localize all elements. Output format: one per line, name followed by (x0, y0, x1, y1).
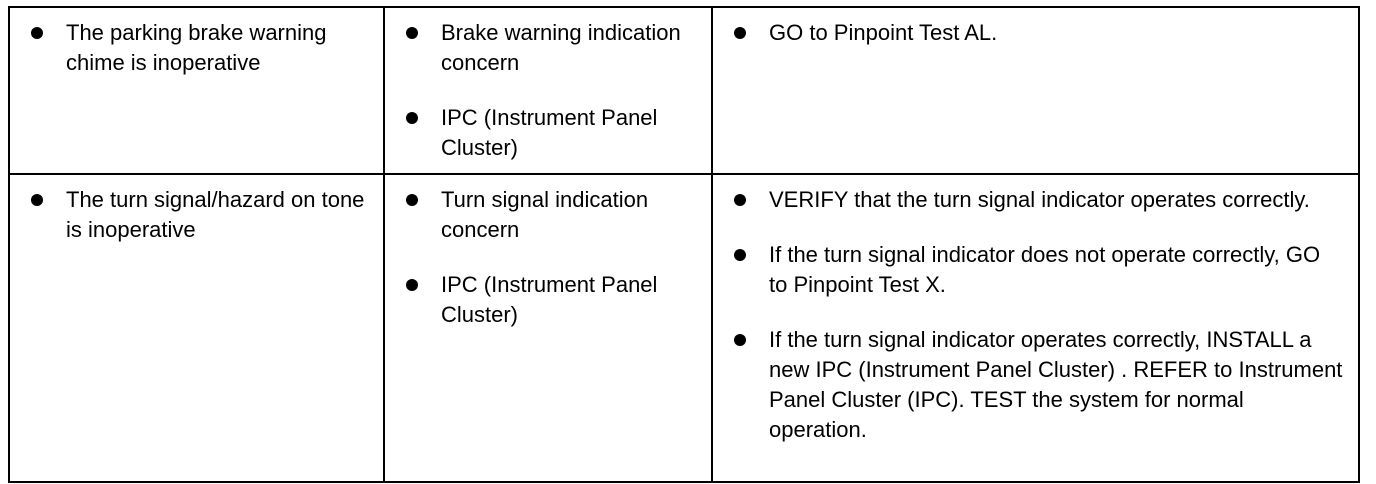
list-item: Turn signal indication concern (405, 185, 697, 245)
list-item: IPC (Instrument Panel Cluster) (405, 270, 697, 330)
bullet-icon (31, 27, 43, 39)
symptom-chart-table: The parking brake warning chime is inope… (8, 6, 1360, 483)
list-item: If the turn signal indicator operates co… (733, 325, 1344, 445)
list-item: VERIFY that the turn signal indicator op… (733, 185, 1344, 215)
source-text: Turn signal indication concern (441, 187, 649, 242)
action-cell: VERIFY that the turn signal indicator op… (711, 173, 1360, 483)
action-text: VERIFY that the turn signal indicator op… (769, 187, 1310, 212)
table-row: The turn signal/hazard on tone is inoper… (8, 173, 1360, 483)
bullet-icon (406, 112, 418, 124)
bullet-icon (406, 279, 418, 291)
bullet-icon (406, 27, 418, 39)
list-item: If the turn signal indicator does not op… (733, 240, 1344, 300)
bullet-icon (734, 334, 746, 346)
source-text: IPC (Instrument Panel Cluster) (441, 105, 658, 160)
condition-text: The turn signal/hazard on tone is inoper… (66, 187, 365, 242)
bullet-icon (734, 194, 746, 206)
condition-text: The parking brake warning chime is inope… (66, 20, 327, 75)
bullet-icon (734, 249, 746, 261)
bullet-icon (406, 194, 418, 206)
condition-cell: The turn signal/hazard on tone is inoper… (8, 173, 385, 483)
possible-sources-cell: Brake warning indication concern IPC (In… (383, 6, 713, 175)
list-item: The parking brake warning chime is inope… (30, 18, 369, 78)
list-item: GO to Pinpoint Test AL. (733, 18, 1344, 48)
possible-sources-cell: Turn signal indication concern IPC (Inst… (383, 173, 713, 483)
action-text: GO to Pinpoint Test AL. (769, 20, 998, 45)
action-cell: GO to Pinpoint Test AL. (711, 6, 1360, 175)
source-text: Brake warning indication concern (441, 20, 681, 75)
condition-cell: The parking brake warning chime is inope… (8, 6, 385, 175)
bullet-icon (31, 194, 43, 206)
list-item: IPC (Instrument Panel Cluster) (405, 103, 697, 163)
bullet-icon (734, 27, 746, 39)
list-item: The turn signal/hazard on tone is inoper… (30, 185, 369, 245)
action-text: If the turn signal indicator operates co… (769, 327, 1343, 442)
list-item: Brake warning indication concern (405, 18, 697, 78)
table-row: The parking brake warning chime is inope… (8, 6, 1360, 175)
source-text: IPC (Instrument Panel Cluster) (441, 272, 658, 327)
action-text: If the turn signal indicator does not op… (769, 242, 1321, 297)
